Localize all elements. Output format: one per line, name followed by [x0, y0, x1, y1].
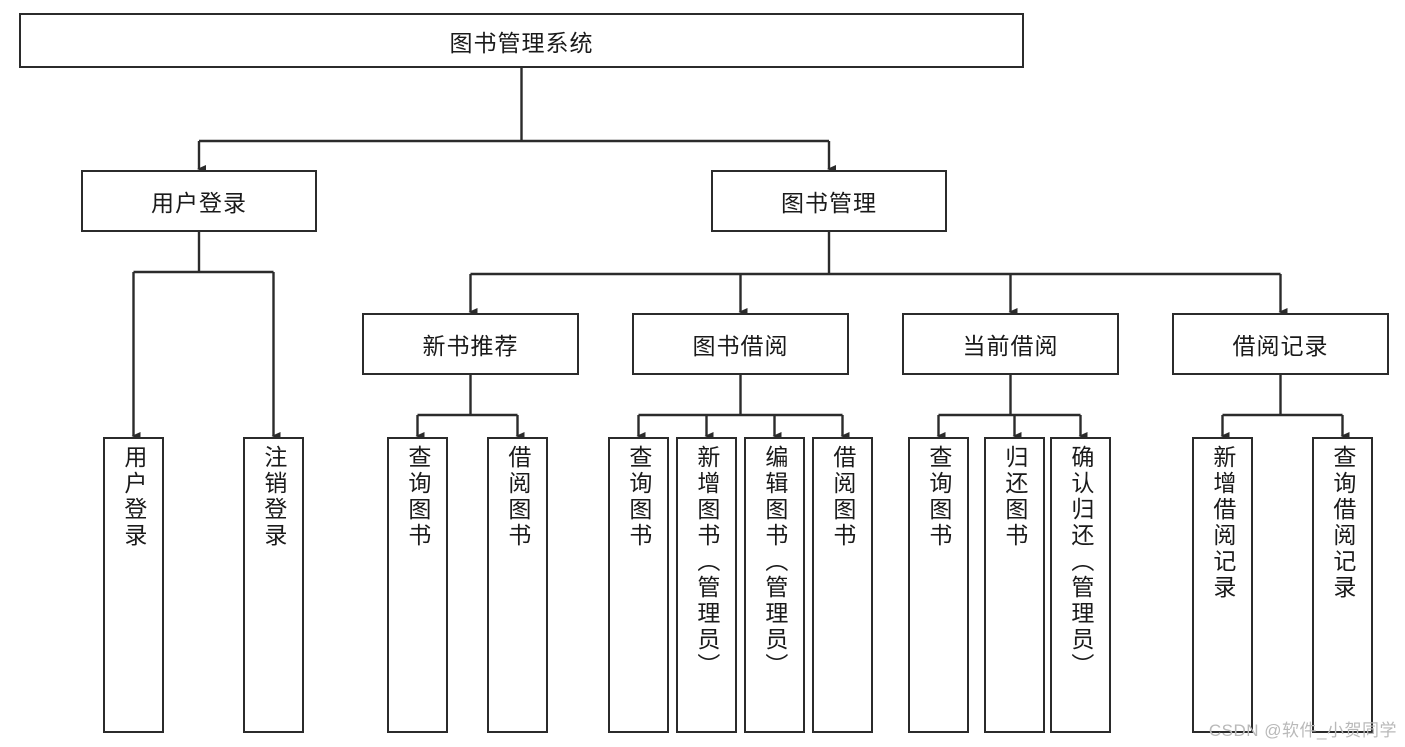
node-label: 编辑图书（管理员） [761, 445, 788, 679]
node-leaf-add-record: 新增借阅记录 [1192, 437, 1253, 733]
node-user-login: 用户登录 [81, 170, 317, 232]
node-label: 图书管理 [781, 190, 877, 216]
node-label: 新书推荐 [422, 333, 519, 359]
node-leaf-return-book: 归还图书 [984, 437, 1045, 733]
node-label: 注销登录 [260, 445, 287, 549]
node-leaf-borrow-book-rec: 借阅图书 [487, 437, 548, 733]
node-label: 借阅图书 [504, 445, 531, 549]
node-leaf-borrow-book: 借阅图书 [812, 437, 873, 733]
node-leaf-add-book: 新增图书（管理员） [676, 437, 737, 733]
node-leaf-logout: 注销登录 [243, 437, 304, 733]
node-new-book-recommend: 新书推荐 [362, 313, 579, 375]
node-leaf-query-record: 查询借阅记录 [1312, 437, 1373, 733]
node-label: 确认归还（管理员） [1067, 445, 1094, 679]
node-current-borrow: 当前借阅 [902, 313, 1119, 375]
node-label: 图书管理系统 [449, 29, 594, 56]
node-label: 借阅图书 [829, 445, 856, 549]
node-book-borrow: 图书借阅 [632, 313, 849, 375]
node-root: 图书管理系统 [19, 13, 1024, 68]
node-label: 新增图书（管理员） [693, 445, 720, 679]
node-label: 归还图书 [1001, 445, 1028, 549]
node-label: 查询借阅记录 [1329, 445, 1356, 601]
node-book-manage: 图书管理 [711, 170, 947, 232]
node-label: 用户登录 [120, 445, 147, 549]
node-borrow-record: 借阅记录 [1172, 313, 1389, 375]
node-label: 当前借阅 [962, 333, 1059, 359]
node-label: 查询图书 [925, 445, 952, 549]
node-leaf-query-book-cur: 查询图书 [908, 437, 969, 733]
node-leaf-query-book-rec: 查询图书 [387, 437, 448, 733]
node-label: 借阅记录 [1232, 333, 1329, 359]
node-label: 用户登录 [151, 190, 247, 216]
node-label: 新增借阅记录 [1209, 445, 1236, 601]
edge-group [131, 68, 1350, 440]
node-label: 图书借阅 [692, 333, 789, 359]
node-label: 查询图书 [625, 445, 652, 549]
node-leaf-user-login: 用户登录 [103, 437, 164, 733]
node-label: 查询图书 [404, 445, 431, 549]
node-leaf-confirm-return: 确认归还（管理员） [1050, 437, 1111, 733]
node-leaf-query-book-borrow: 查询图书 [608, 437, 669, 733]
node-leaf-edit-book: 编辑图书（管理员） [744, 437, 805, 733]
